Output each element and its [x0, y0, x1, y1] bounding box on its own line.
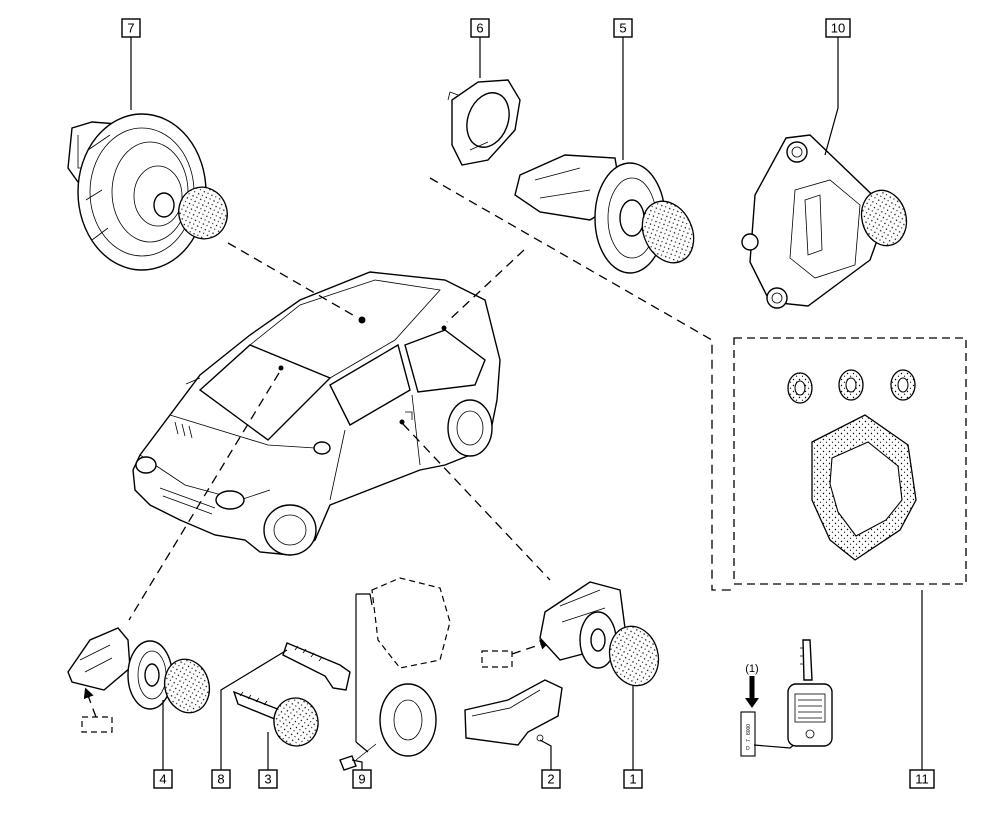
- svg-text:4: 4: [159, 772, 166, 787]
- svg-text:8: 8: [217, 772, 224, 787]
- fuel-cap-lock-icon: [67, 113, 228, 271]
- callout-2: 2: [541, 769, 561, 789]
- bracket-icon: [464, 679, 563, 746]
- svg-text:10: 10: [831, 21, 845, 36]
- lock-ring-icon: [447, 79, 521, 166]
- callout-5: 5: [613, 18, 633, 38]
- tag-code-label: 7 . 8000: [746, 724, 752, 742]
- lock-4-icon: [67, 627, 211, 714]
- key-tag-icon: [740, 639, 833, 757]
- callout-leaders: [130, 37, 923, 770]
- svg-text:7: 7: [127, 21, 134, 36]
- svg-text:9: 9: [358, 772, 365, 787]
- seal-kit-icon: [733, 337, 967, 585]
- steering-lock-icon: [741, 134, 908, 309]
- car-icon: [132, 271, 501, 556]
- svg-text:2: 2: [547, 772, 554, 787]
- key-note-label: (1): [745, 663, 758, 675]
- assembly-lines: [83, 177, 734, 718]
- callout-9: 9: [352, 769, 372, 789]
- key-head-icon: [339, 577, 451, 771]
- svg-text:1: 1: [629, 772, 636, 787]
- callout-4: 4: [153, 769, 173, 789]
- callout-1: 1: [623, 769, 643, 789]
- callout-11: 11: [909, 769, 935, 789]
- callout-8: 8: [211, 769, 231, 789]
- callout-3: 3: [258, 769, 278, 789]
- lock-barrel-icon: [514, 154, 695, 274]
- tag-letter-label: D: [746, 746, 750, 752]
- svg-text:5: 5: [619, 21, 626, 36]
- callout-7: 7: [121, 18, 141, 38]
- key-blade-icon: [282, 642, 351, 691]
- svg-text:11: 11: [915, 772, 929, 787]
- placeholder-box-door: [481, 650, 513, 668]
- placeholder-box-tailgate: [81, 716, 113, 733]
- svg-text:3: 3: [264, 772, 271, 787]
- callout-6: 6: [470, 18, 490, 38]
- key-icon: [232, 690, 319, 747]
- callout-10: 10: [825, 18, 851, 38]
- door-lock-icon: [539, 581, 660, 687]
- svg-text:6: 6: [476, 21, 483, 36]
